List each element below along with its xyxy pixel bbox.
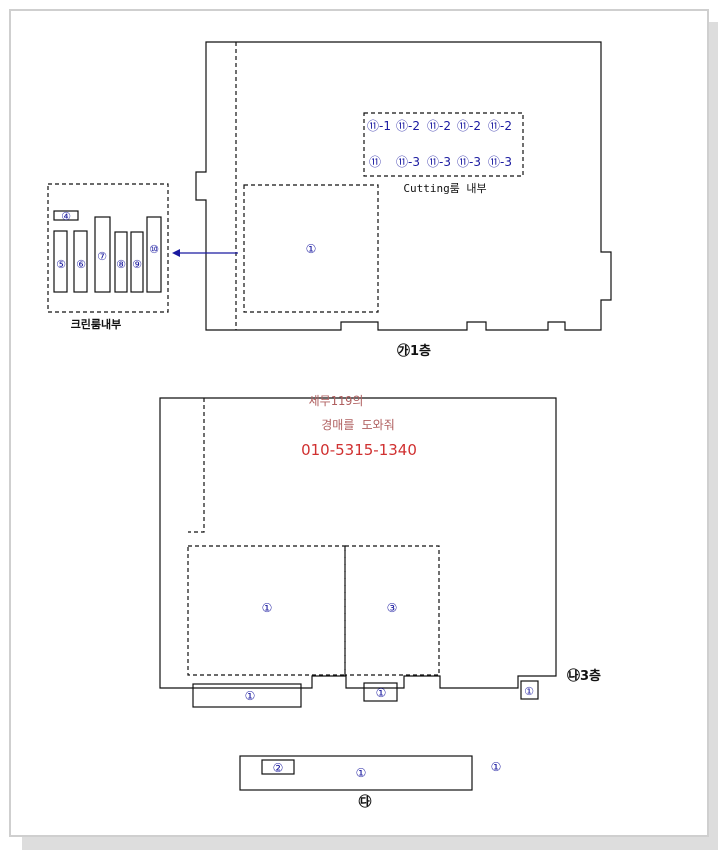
watermark-line-1: 세무119의	[309, 394, 364, 408]
watermark: 세무119의 경매를 도와줘 010-5315-1340	[301, 394, 417, 459]
building-c-outside-marker: ①	[491, 760, 502, 774]
cutting-room-label: Cutting룸 내부	[403, 182, 486, 195]
building-b-inner-wall	[188, 398, 205, 533]
clean-room-marker-4: ⑧	[116, 258, 126, 271]
building-b-bottom-right-marker: ①	[524, 685, 534, 698]
clean-room-label: 크린룸내부	[71, 317, 122, 331]
cutting-marker-r1-4: ⑪-2	[457, 119, 481, 133]
clean-room-col-6	[146, 216, 162, 293]
building-a-outline	[195, 41, 612, 331]
building-b-markers: ① ③ ① ① ①	[245, 601, 534, 703]
building-b-bottom-right-box	[520, 680, 539, 700]
cutting-marker-r2-4: ⑪-3	[457, 155, 481, 169]
building-b-room-right-marker: ③	[387, 601, 398, 615]
clean-room-marker-2: ⑥	[76, 258, 86, 271]
clean-room-marker-6: ⑩	[149, 243, 159, 256]
building-a-floor-label: ㉮1층	[397, 343, 431, 359]
clean-room-marker-5: ⑨	[132, 258, 142, 271]
clean-room-marker-3: ⑦	[97, 250, 107, 263]
cutting-marker-r2-5: ⑪-3	[488, 155, 512, 169]
clean-room-top-box	[53, 210, 79, 221]
cutting-marker-r2-1: ⑪	[369, 155, 381, 169]
building-b-bottom-mid-marker: ①	[376, 686, 387, 700]
clean-room-marker-1: ⑤	[56, 258, 66, 271]
building-a-room-1-marker: ①	[306, 242, 317, 256]
building-a-labels: Cutting룸 내부 크린룸내부 ㉮1층	[71, 182, 487, 359]
building-b-room-left-marker: ①	[262, 601, 273, 615]
cutting-marker-r2-3: ⑪-3	[427, 155, 451, 169]
clean-room-col-1	[53, 230, 68, 293]
building-c-label: ㉰	[358, 794, 371, 810]
clean-room	[47, 183, 169, 313]
clean-room-marker-top: ④	[61, 210, 71, 223]
cutting-marker-r1-5: ⑪-2	[488, 119, 512, 133]
building-c	[239, 755, 473, 791]
watermark-line-2: 경매를 도와줘	[321, 418, 394, 432]
building-b-bottom-mid-box	[363, 682, 398, 702]
building-b	[159, 397, 557, 708]
building-a-markers: ① ⑪-1 ⑪-2 ⑪-2 ⑪-2 ⑪-2 ⑪ ⑪-3 ⑪-3 ⑪-3 ⑪-3 …	[56, 119, 512, 271]
building-c-small-box	[261, 759, 295, 775]
building-c-main-marker: ①	[356, 766, 367, 780]
cutting-marker-r2-2: ⑪-3	[396, 155, 420, 169]
clean-room-col-3	[94, 216, 111, 293]
building-b-bottom-left-box	[192, 683, 302, 708]
building-b-room-left	[187, 545, 346, 676]
building-a	[47, 41, 612, 331]
clean-room-col-5	[130, 231, 144, 293]
page-frame	[9, 9, 709, 837]
cutting-marker-r1-3: ⑪-2	[427, 119, 451, 133]
building-a-room-1	[243, 184, 379, 313]
cutting-marker-r1-2: ⑪-2	[396, 119, 420, 133]
cutting-marker-r1-1: ⑪-1	[367, 119, 391, 133]
building-b-room-right	[344, 545, 440, 676]
watermark-phone: 010-5315-1340	[301, 441, 417, 459]
clean-room-col-2	[73, 230, 88, 293]
building-b-floor-label: ㉯3층	[567, 668, 601, 684]
building-c-small-marker: ②	[273, 761, 284, 775]
arrow-head	[172, 249, 180, 257]
building-b-outline	[159, 397, 557, 689]
building-c-markers: ② ① ①	[273, 760, 502, 780]
building-b-bottom-left-marker: ①	[245, 689, 256, 703]
building-c-outline	[239, 755, 473, 791]
cutting-room	[363, 112, 524, 177]
clean-room-col-4	[114, 231, 128, 293]
